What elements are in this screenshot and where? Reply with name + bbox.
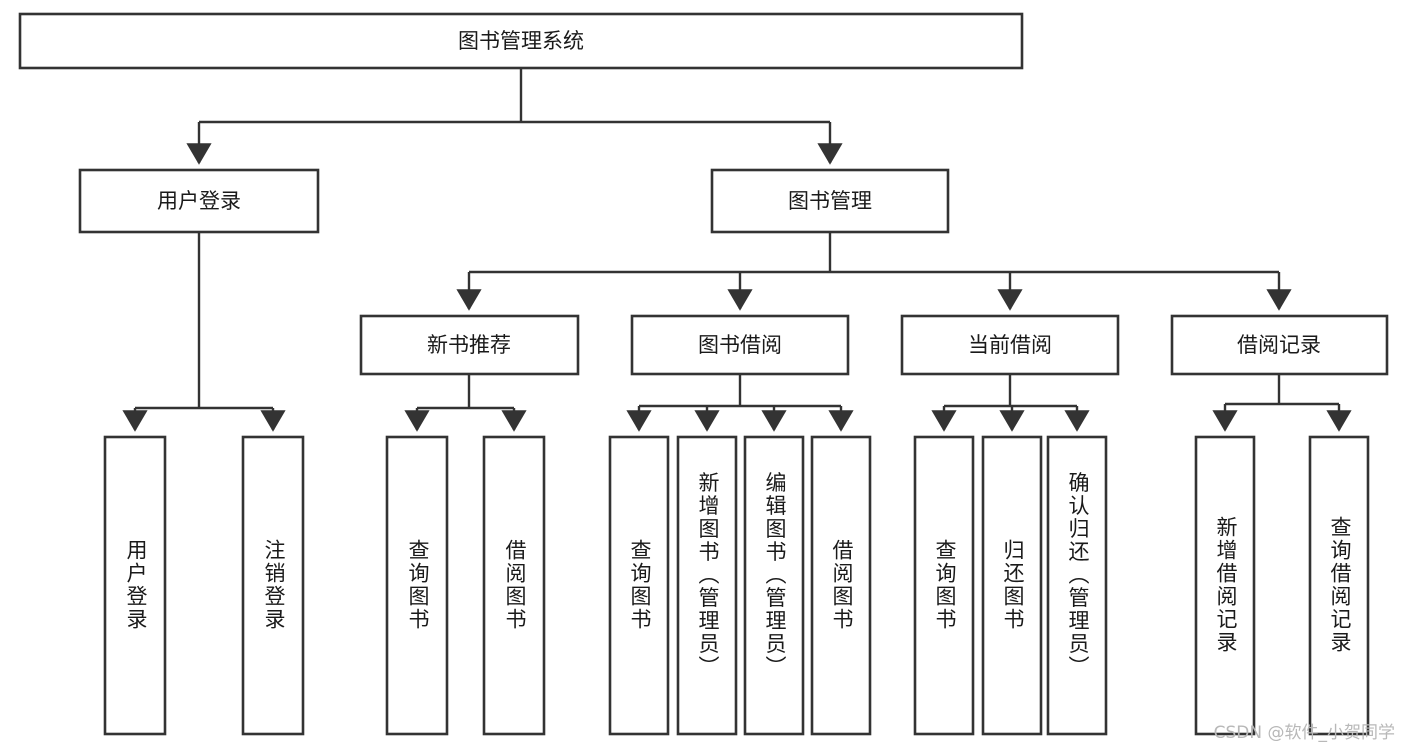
node-user-login-box	[78, 168, 320, 234]
node-book-management[interactable]: 图书管理	[710, 168, 950, 234]
node-leaf-add-borrow-record[interactable]: 新增借阅记录	[1194, 435, 1256, 736]
node-leaf-user-login-box	[103, 435, 167, 736]
node-leaf-return-book[interactable]: 归还图书	[981, 435, 1043, 736]
node-leaf-logout-label: 注销登录	[262, 539, 286, 631]
node-borrow-records-label: 借阅记录	[1237, 333, 1321, 357]
node-leaf-borrow-book-nb-box	[482, 435, 546, 736]
node-leaf-edit-book-admin-box	[743, 435, 805, 736]
node-leaf-query-book-cb[interactable]: 查询图书	[913, 435, 975, 736]
node-user-login[interactable]: 用户登录	[78, 168, 320, 234]
node-leaf-borrow-book-bb-label: 借阅图书	[830, 539, 854, 631]
node-root-box	[18, 12, 1024, 70]
node-leaf-query-book-nb[interactable]: 查询图书	[385, 435, 449, 736]
node-leaf-query-book-bb-label: 查询图书	[628, 539, 652, 631]
node-book-management-label: 图书管理	[788, 189, 872, 213]
node-leaf-query-borrow-record-box	[1308, 435, 1370, 736]
node-current-borrow-box	[900, 314, 1120, 376]
node-leaf-query-book-nb-label: 查询图书	[406, 539, 430, 631]
node-new-book-recommend-box	[359, 314, 580, 376]
node-root-label: 图书管理系统	[458, 29, 584, 53]
node-leaf-edit-book-admin[interactable]: 编辑图书（管理员）	[743, 435, 805, 736]
node-book-management-box	[710, 168, 950, 234]
node-user-login-label: 用户登录	[157, 189, 241, 213]
node-leaf-confirm-return-admin[interactable]: 确认归还（管理员）	[1046, 435, 1108, 736]
node-leaf-logout[interactable]: 注销登录	[241, 435, 305, 736]
edges-root-to-level2	[186, 68, 843, 165]
node-leaf-add-borrow-record-label: 新增借阅记录	[1214, 516, 1238, 654]
node-leaf-add-book-admin[interactable]: 新增图书（管理员）	[676, 435, 738, 736]
node-leaf-return-book-label: 归还图书	[1001, 539, 1025, 631]
node-book-borrow-label: 图书借阅	[698, 333, 782, 357]
node-current-borrow-label: 当前借阅	[968, 333, 1052, 357]
node-leaf-borrow-book-nb-label: 借阅图书	[503, 539, 527, 631]
node-leaf-borrow-book-bb[interactable]: 借阅图书	[810, 435, 872, 736]
node-leaf-logout-box	[241, 435, 305, 736]
node-current-borrow[interactable]: 当前借阅	[900, 314, 1120, 376]
node-leaf-return-book-box	[981, 435, 1043, 736]
node-leaf-query-book-cb-box	[913, 435, 975, 736]
node-leaf-add-book-admin-box	[676, 435, 738, 736]
edges-borrow-records-to-leaves	[1212, 374, 1352, 432]
node-leaf-query-borrow-record-label: 查询借阅记录	[1328, 516, 1352, 654]
edges-current-borrow-to-leaves	[931, 374, 1090, 432]
node-leaf-confirm-return-admin-box	[1046, 435, 1108, 736]
node-leaf-query-borrow-record[interactable]: 查询借阅记录	[1308, 435, 1370, 736]
edges-book-borrow-to-leaves	[626, 374, 854, 432]
node-leaf-edit-book-admin-label: 编辑图书（管理员）	[763, 472, 787, 679]
node-leaf-query-book-nb-box	[385, 435, 449, 736]
node-borrow-records[interactable]: 借阅记录	[1170, 314, 1389, 376]
edges-user-login-to-leaves	[122, 232, 286, 432]
node-leaf-add-book-admin-label: 新增图书（管理员）	[696, 472, 720, 679]
node-leaf-user-login-label: 用户登录	[124, 539, 148, 631]
node-new-book-recommend[interactable]: 新书推荐	[359, 314, 580, 376]
node-leaf-query-book-bb-box	[608, 435, 670, 736]
node-book-borrow[interactable]: 图书借阅	[630, 314, 850, 376]
node-leaf-borrow-book-bb-box	[810, 435, 872, 736]
node-leaf-query-book-cb-label: 查询图书	[933, 539, 957, 631]
edges-book-management-to-level3	[456, 232, 1292, 311]
node-book-borrow-box	[630, 314, 850, 376]
node-borrow-records-box	[1170, 314, 1389, 376]
node-new-book-recommend-label: 新书推荐	[427, 333, 511, 357]
edges-new-book-recommend-to-leaves	[404, 374, 527, 432]
node-leaf-query-book-bb[interactable]: 查询图书	[608, 435, 670, 736]
csdn-watermark: CSDN @软件_小贺同学	[1213, 723, 1395, 743]
node-leaf-add-borrow-record-box	[1194, 435, 1256, 736]
node-leaf-confirm-return-admin-label: 确认归还（管理员）	[1066, 472, 1090, 679]
node-root[interactable]: 图书管理系统	[18, 12, 1024, 70]
node-leaf-borrow-book-nb[interactable]: 借阅图书	[482, 435, 546, 736]
node-leaf-user-login[interactable]: 用户登录	[103, 435, 167, 736]
